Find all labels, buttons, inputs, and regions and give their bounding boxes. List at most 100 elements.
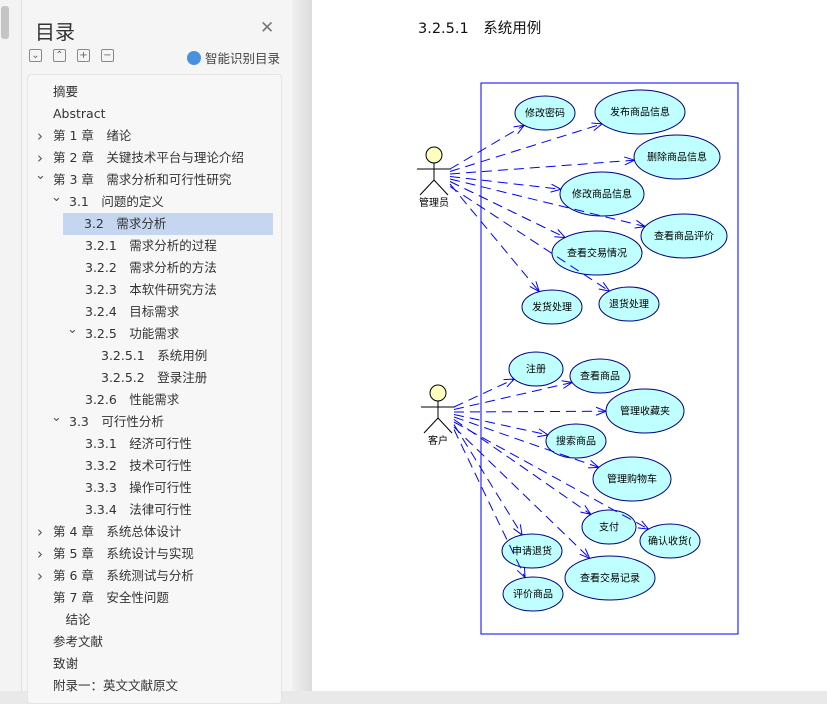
toc-item[interactable]: 3.2.1 需求分析的过程 bbox=[85, 235, 217, 257]
chevron-right-icon[interactable]: › bbox=[37, 127, 43, 145]
arrowhead bbox=[516, 566, 526, 579]
arrowhead bbox=[637, 520, 650, 530]
toc-item[interactable]: 3.3.3 操作可行性 bbox=[85, 477, 192, 499]
chevron-down-icon[interactable]: ⌄ bbox=[51, 190, 62, 205]
association-line bbox=[449, 123, 603, 172]
chevron-right-icon[interactable]: › bbox=[37, 545, 43, 563]
use-case-label: 退货处理 bbox=[609, 298, 649, 311]
use-case-diagram: 管理员 修改密码 发布商品信息删除商品信息修改商品信息查看商品评价查看交易情况发货处… bbox=[417, 82, 739, 635]
use-case: 修改密码 bbox=[514, 95, 576, 131]
toc-item[interactable]: 摘要 bbox=[53, 81, 78, 103]
actor-head bbox=[429, 384, 447, 402]
use-case: 查看商品评价 bbox=[640, 213, 728, 259]
toc-item[interactable]: 3.2.5 功能需求 bbox=[85, 323, 179, 345]
arrowhead bbox=[513, 124, 526, 135]
association-line bbox=[453, 421, 649, 530]
scrollbar-thumb[interactable] bbox=[1, 6, 9, 39]
toc-item[interactable]: Abstract bbox=[53, 103, 105, 125]
zoom-out-icon[interactable]: − bbox=[101, 49, 114, 62]
chevron-down-icon[interactable]: ⌄ bbox=[51, 410, 62, 425]
use-case: 查看交易情况 bbox=[551, 230, 643, 276]
toc-item[interactable]: 参考文献 bbox=[53, 631, 103, 653]
toc-item-label: 摘要 bbox=[53, 84, 79, 99]
chevron-down-icon[interactable]: ⌄ bbox=[35, 168, 46, 183]
expand-all-icon[interactable]: ⌄ bbox=[29, 49, 42, 62]
use-case: 发布商品信息 bbox=[594, 89, 686, 135]
toc-item-label: 3.2.3 本软件研究方法 bbox=[85, 282, 217, 297]
toc-item[interactable]: 附录一：英文文献原文 bbox=[53, 675, 178, 697]
use-case-label: 注册 bbox=[526, 363, 546, 376]
use-case-label: 删除商品信息 bbox=[647, 151, 707, 164]
use-case: 支付 bbox=[581, 509, 637, 545]
association-line bbox=[453, 419, 592, 515]
chevron-right-icon[interactable]: › bbox=[37, 149, 43, 167]
toc-list: 摘要 Abstract 第 1 章 绪论 › 第 2 章 关键技术平台与理论介绍 › 第 3… bbox=[27, 74, 282, 704]
chevron-down-icon[interactable]: ⌄ bbox=[67, 322, 78, 337]
toc-item[interactable]: 3.2.6 性能需求 bbox=[85, 389, 179, 411]
smart-toc-button[interactable]: 智能识别目录 bbox=[187, 48, 280, 67]
use-case-label: 发货处理 bbox=[532, 301, 572, 314]
toc-item-label: 3.3.2 技术可行性 bbox=[85, 458, 192, 473]
use-case-label: 查看商品 bbox=[580, 370, 620, 383]
toc-item-label: 3.2.4 目标需求 bbox=[85, 304, 180, 319]
use-case: 退货处理 bbox=[598, 286, 660, 322]
close-icon[interactable]: ✕ bbox=[260, 18, 275, 38]
toc-item[interactable]: 3.2 需求分析 bbox=[63, 213, 273, 235]
toc-item[interactable]: 3.2.5.1 系统用例 bbox=[101, 345, 207, 367]
toc-item[interactable]: 第 5 章 系统设计与实现 bbox=[53, 543, 194, 565]
association-line bbox=[453, 424, 523, 536]
association-line bbox=[449, 178, 646, 228]
toc-item-label: 3.2.5 功能需求 bbox=[85, 326, 180, 341]
section-heading: 3.2.5.1 系统用例 bbox=[418, 21, 542, 37]
toc-item[interactable]: 3.3.4 法律可行性 bbox=[85, 499, 192, 521]
use-case-label: 修改密码 bbox=[525, 107, 565, 120]
association-line bbox=[453, 378, 515, 408]
actor: 客户 bbox=[421, 384, 455, 447]
toc-item-label: 参考文献 bbox=[53, 634, 104, 649]
toc-item[interactable]: 3.2.5.2 登录注册 bbox=[101, 367, 207, 389]
use-case-label: 管理收藏夹 bbox=[620, 405, 670, 418]
toc-item[interactable]: 3.2.2 需求分析的方法 bbox=[85, 257, 217, 279]
toc-item[interactable]: 3.1 问题的定义 bbox=[69, 191, 164, 213]
toc-item[interactable]: 第 6 章 系统测试与分析 bbox=[53, 565, 194, 587]
document-page: 3.2.5.1 系统用例 管理员修改密码发布商品信息删除商品信息修改商品信息查看… bbox=[312, 0, 827, 691]
chevron-right-icon[interactable]: › bbox=[37, 523, 43, 541]
use-case-label: 发布商品信息 bbox=[610, 106, 670, 119]
toc-item-label: 第 2 章 关键技术平台与理论介绍 bbox=[53, 150, 244, 165]
toc-item[interactable]: 3.3 可行性分析 bbox=[69, 411, 164, 433]
toc-item[interactable]: 第 7 章 安全性问题 bbox=[53, 587, 169, 609]
toc-item[interactable]: 结论 bbox=[53, 609, 91, 631]
toc-item[interactable]: 3.3.2 技术可行性 bbox=[85, 455, 192, 477]
arrowhead bbox=[513, 524, 523, 537]
use-case-label: 搜索商品 bbox=[556, 435, 596, 448]
chevron-right-icon[interactable]: › bbox=[37, 567, 43, 585]
toc-item-label: 附录一：英文文献原文 bbox=[53, 678, 179, 693]
toc-item[interactable]: 致谢 bbox=[53, 653, 78, 675]
use-case: 确认收货( bbox=[639, 523, 701, 559]
use-case-label: 评价商品 bbox=[513, 588, 553, 601]
toc-item[interactable]: 第 4 章 系统总体设计 bbox=[53, 521, 181, 543]
toc-item[interactable]: 3.2.4 目标需求 bbox=[85, 301, 179, 323]
toc-item-label: 第 3 章 需求分析和可行性研究 bbox=[53, 172, 232, 187]
actor: 管理员 bbox=[417, 146, 451, 209]
use-case-label: 修改商品信息 bbox=[572, 188, 632, 201]
toc-item-label: Abstract bbox=[53, 106, 106, 121]
use-case: 注册 bbox=[508, 351, 564, 387]
zoom-in-icon[interactable]: + bbox=[77, 49, 90, 62]
toc-item[interactable]: 第 3 章 需求分析和可行性研究 bbox=[53, 169, 231, 191]
toc-item[interactable]: 3.2.3 本软件研究方法 bbox=[85, 279, 217, 301]
toc-item-label: 3.2.5.2 登录注册 bbox=[101, 370, 208, 385]
use-case: 发货处理 bbox=[521, 289, 583, 325]
association-line bbox=[449, 124, 525, 170]
collapse-all-icon[interactable]: ⌃ bbox=[53, 49, 66, 62]
association-line bbox=[449, 181, 566, 238]
toc-item-label: 3.3.1 经济可行性 bbox=[85, 436, 192, 451]
toc-item[interactable]: 3.3.1 经济可行性 bbox=[85, 433, 192, 455]
toc-item[interactable]: 第 2 章 关键技术平台与理论介绍 bbox=[53, 147, 244, 169]
toc-item-label: 3.1 问题的定义 bbox=[69, 194, 164, 209]
toc-item-label: 第 1 章 绪论 bbox=[53, 128, 132, 143]
use-case-label: 管理购物车 bbox=[607, 473, 657, 486]
toc-item[interactable]: 第 1 章 绪论 bbox=[53, 125, 131, 147]
use-case: 申请退货 bbox=[501, 533, 563, 569]
